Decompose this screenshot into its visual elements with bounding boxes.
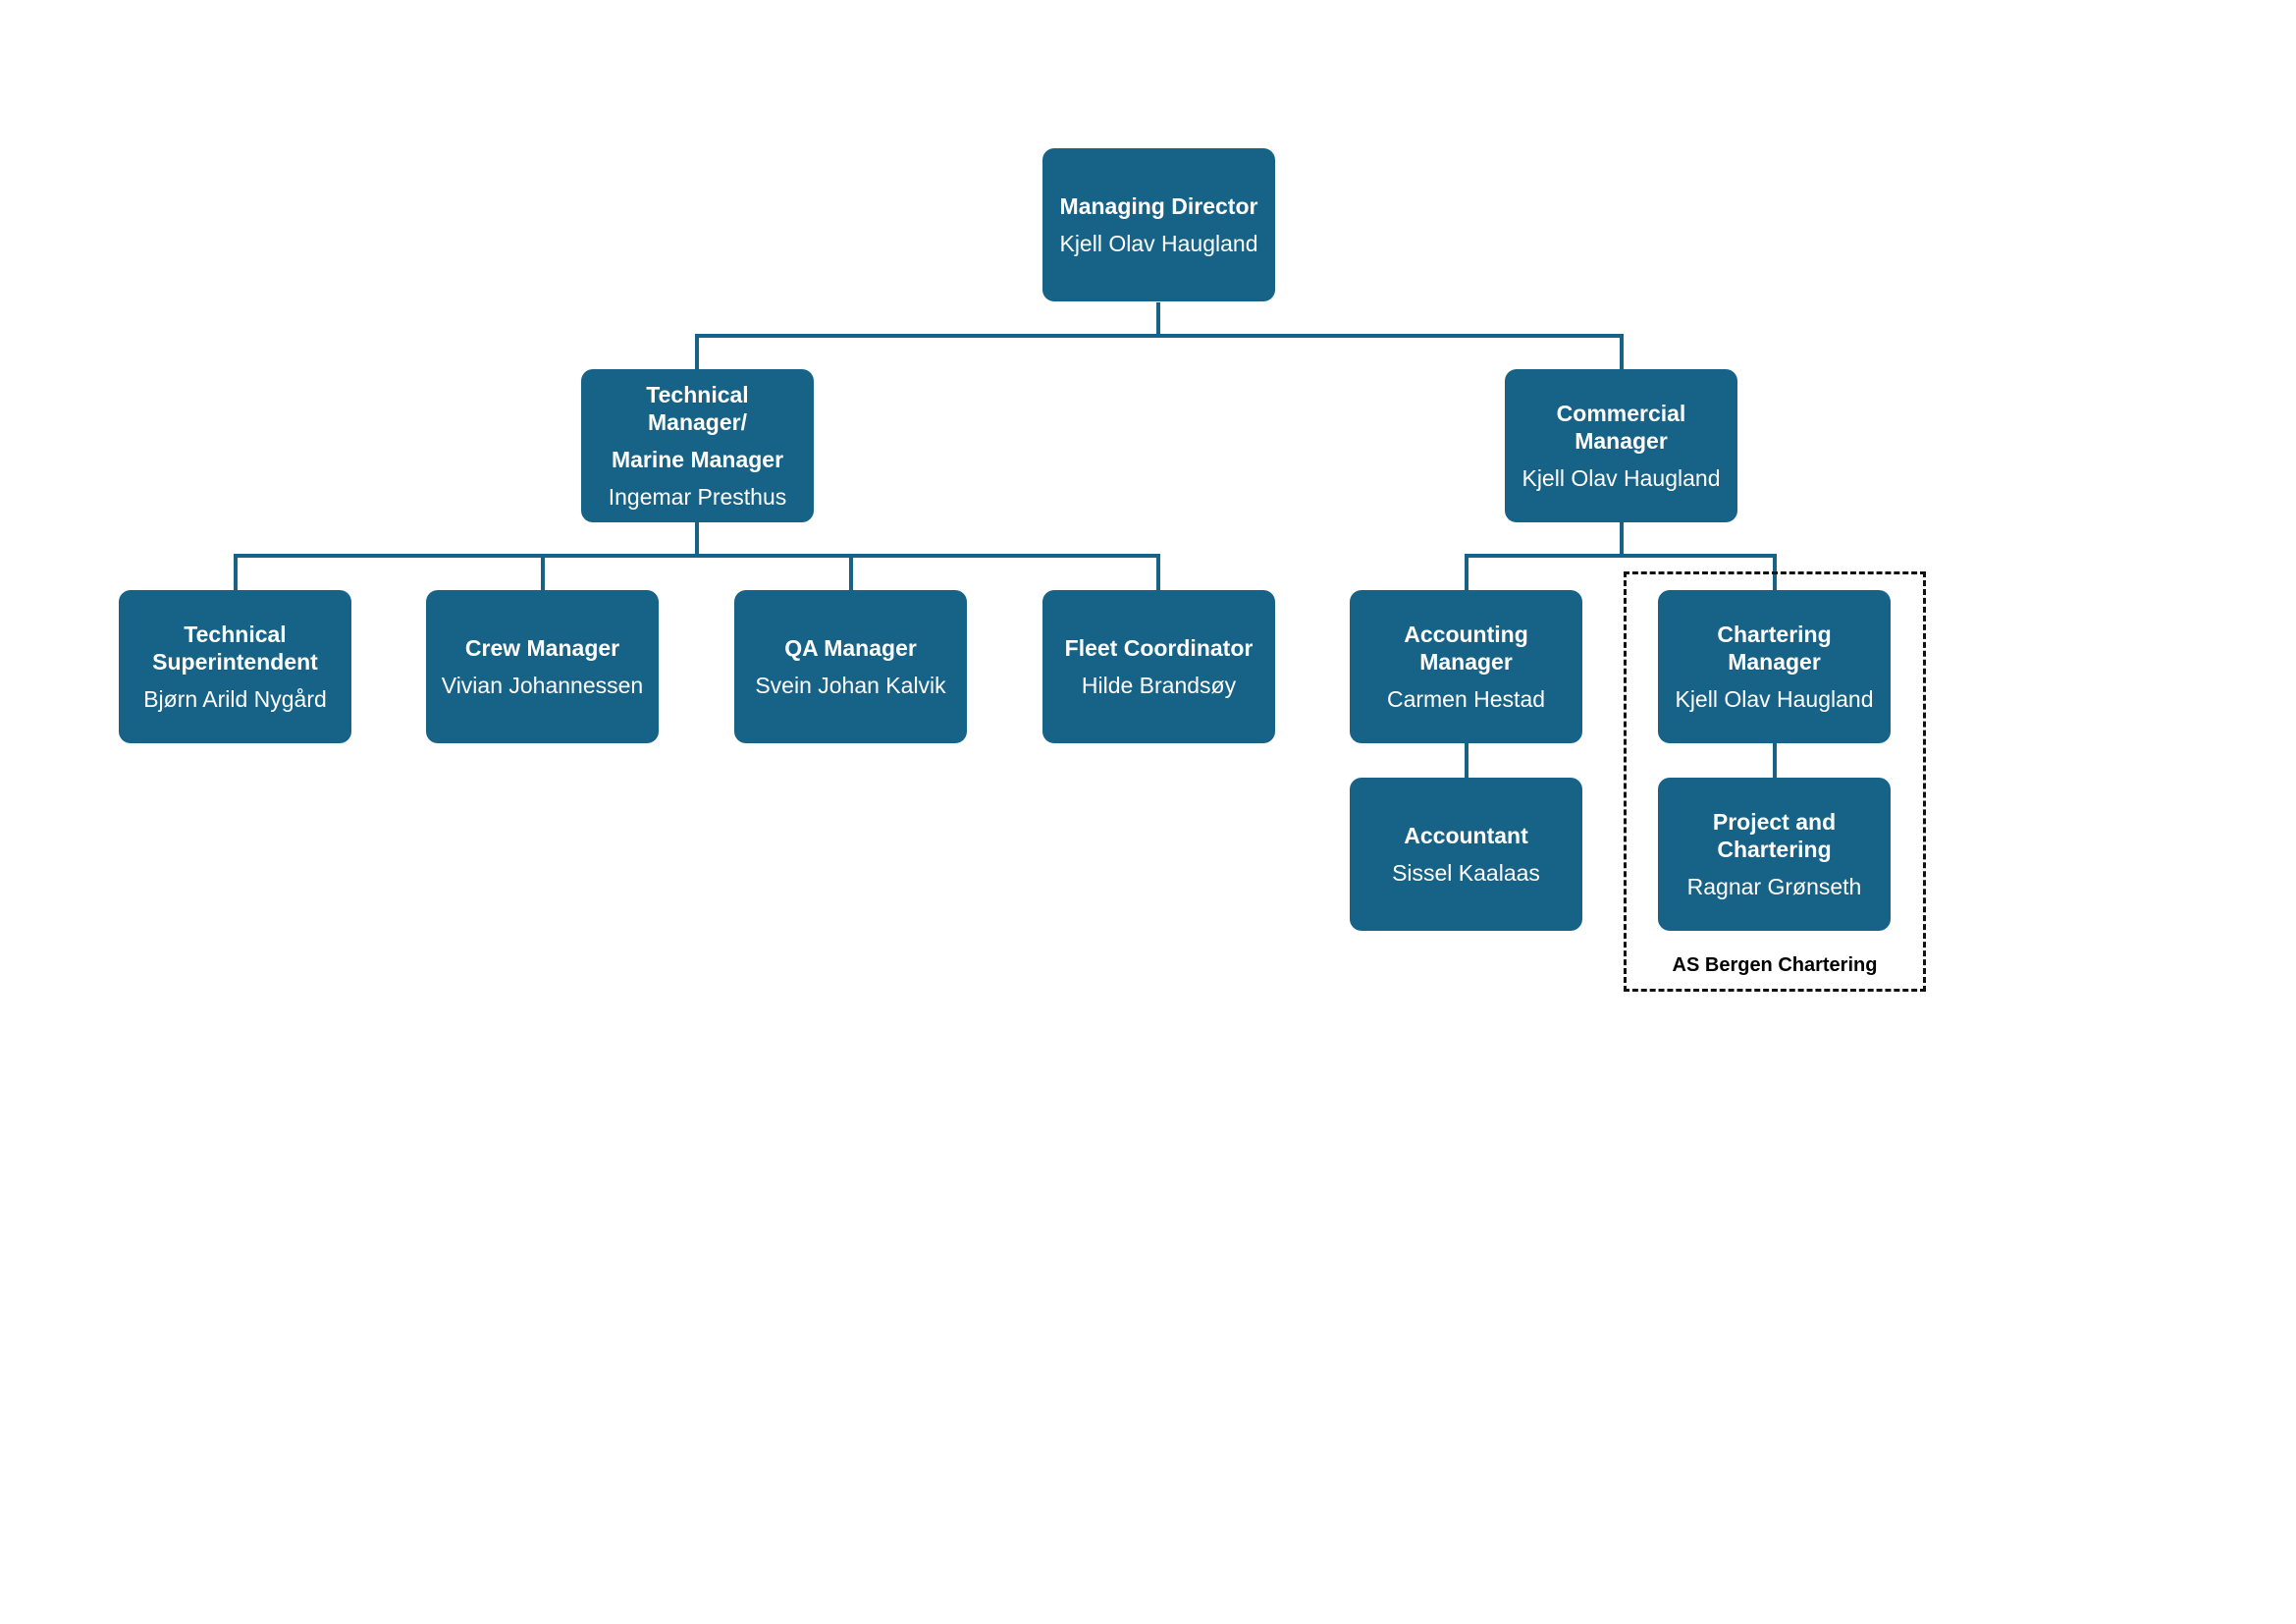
node-title-2: Marine Manager xyxy=(611,447,784,472)
node-title: Crew Manager xyxy=(464,635,620,661)
node-qa-manager: QA Manager Svein Johan Kalvik xyxy=(734,590,967,743)
node-title: Project and Chartering xyxy=(1712,809,1837,862)
node-person: Kjell Olav Haugland xyxy=(1675,686,1874,712)
bergen-chartering-label: AS Bergen Chartering xyxy=(1672,954,1878,976)
node-title: Technical Superintendent xyxy=(152,622,318,675)
node-person: Bjørn Arild Nygård xyxy=(143,686,327,712)
node-person: Sissel Kaalaas xyxy=(1392,860,1540,886)
node-title: Managing Director xyxy=(1059,193,1258,219)
node-person: Hilde Brandsøy xyxy=(1081,673,1237,698)
bergen-chartering-group xyxy=(1624,571,1926,992)
node-technical-manager: Technical Manager/ Marine Manager Ingema… xyxy=(581,369,814,522)
node-accountant: Accountant Sissel Kaalaas xyxy=(1350,778,1582,931)
node-person: Carmen Hestad xyxy=(1386,686,1546,712)
node-title: Chartering Manager xyxy=(1717,622,1832,675)
node-person: Kjell Olav Haugland xyxy=(1059,231,1258,256)
node-accounting-manager: Accounting Manager Carmen Hestad xyxy=(1350,590,1582,743)
node-person: Svein Johan Kalvik xyxy=(755,673,946,698)
node-title: Technical Manager/ xyxy=(646,382,749,435)
node-title: Commercial Manager xyxy=(1556,401,1686,454)
node-title: Accounting Manager xyxy=(1404,622,1528,675)
node-commercial-manager: Commercial Manager Kjell Olav Haugland xyxy=(1505,369,1737,522)
node-title: Accountant xyxy=(1404,823,1528,848)
node-person: Kjell Olav Haugland xyxy=(1522,465,1721,491)
node-managing-director: Managing Director Kjell Olav Haugland xyxy=(1042,148,1275,301)
node-technical-superintendent: Technical Superintendent Bjørn Arild Nyg… xyxy=(119,590,351,743)
node-fleet-coordinator: Fleet Coordinator Hilde Brandsøy xyxy=(1042,590,1275,743)
node-project-and-chartering: Project and Chartering Ragnar Grønseth xyxy=(1658,778,1891,931)
node-person: Ingemar Presthus xyxy=(608,484,787,510)
node-title: QA Manager xyxy=(784,635,917,661)
node-title: Fleet Coordinator xyxy=(1064,635,1254,661)
node-person: Vivian Johannessen xyxy=(441,673,644,698)
node-chartering-manager: Chartering Manager Kjell Olav Haugland xyxy=(1658,590,1891,743)
node-crew-manager: Crew Manager Vivian Johannessen xyxy=(426,590,659,743)
node-person: Ragnar Grønseth xyxy=(1686,874,1862,899)
